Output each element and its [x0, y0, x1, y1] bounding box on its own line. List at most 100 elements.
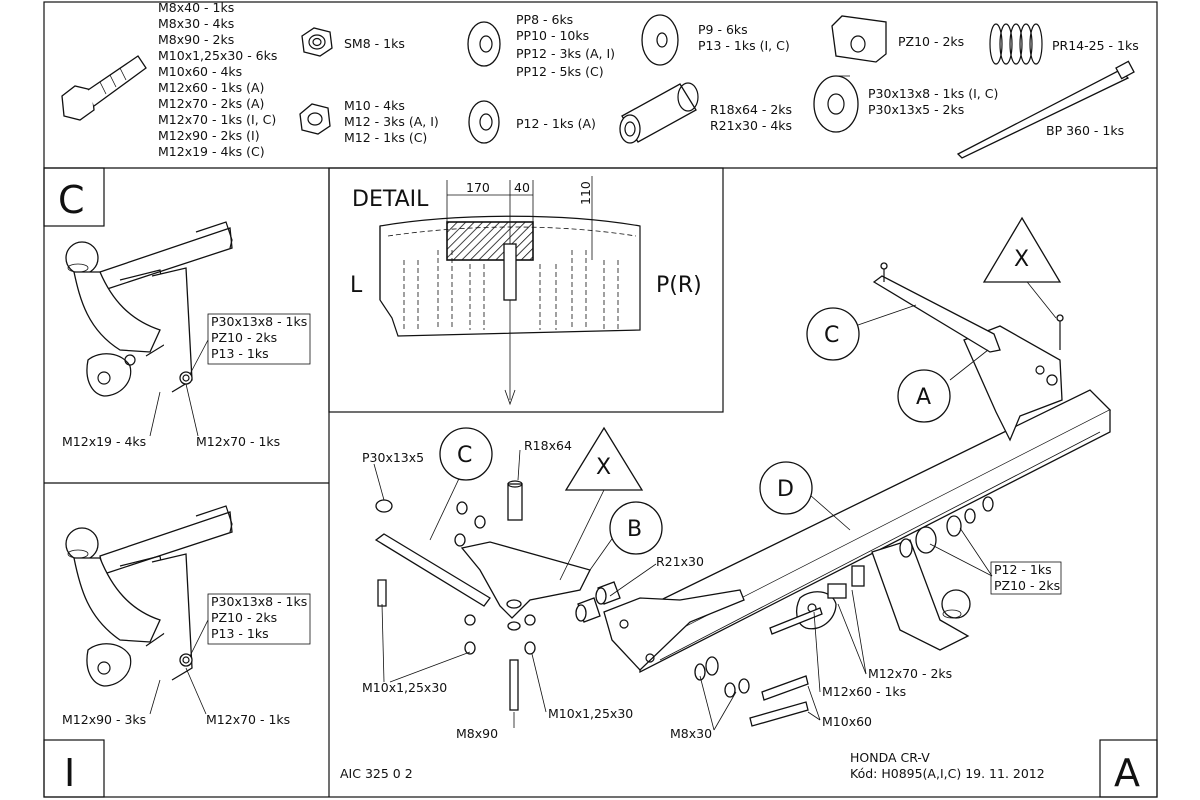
hex-nut-icon	[299, 103, 331, 135]
bolt-item: M12x19 - 4ks (C)	[158, 144, 265, 159]
washer-pp-item: PP12 - 5ks (C)	[516, 64, 604, 79]
lower-strap-c	[374, 499, 491, 607]
hatched-cutout	[446, 221, 534, 261]
corner-box	[1099, 739, 1158, 798]
callout-line: P12 - 1ks	[994, 562, 1052, 577]
product-code-date: Kód: H0895(A,I,C) 19. 11. 2012	[850, 766, 1045, 781]
p12-washer-label: P12 - 1ks (A)	[516, 116, 596, 131]
svg-text:D: D	[777, 477, 794, 502]
panel-c-callout-box	[207, 313, 311, 365]
bolt-item: M10x60 - 4ks	[158, 64, 242, 79]
p30-item: P30x13x5 - 2ks	[868, 102, 964, 117]
detail-title: DETAIL	[352, 187, 429, 212]
washer-pp-item: PP12 - 3ks (A, I)	[516, 46, 615, 61]
bolt-item: M12x60 - 1ks (A)	[158, 80, 264, 95]
panel-c: C P30x13x8 - 1ks PZ10 - 2ks P13 - 1ks M1…	[43, 167, 311, 449]
bolt-item: M8x30 - 4ks	[158, 16, 234, 31]
dimension-110: 110	[578, 181, 593, 205]
pz10-label: PZ10 - 2ks	[898, 34, 964, 49]
label-m10x60: M10x60	[822, 714, 872, 729]
detail-view: DETAIL L P(R) 170 40	[328, 167, 724, 413]
shaped-washer-icon	[831, 15, 887, 63]
svg-text:X: X	[1014, 247, 1029, 272]
bubble-x-bottom: X	[564, 426, 644, 491]
dimension-170: 170	[466, 180, 490, 195]
bracket-b	[603, 589, 745, 671]
svg-text:X: X	[596, 455, 611, 480]
bubble-d: D	[759, 461, 813, 515]
p30-item: P30x13x8 - 1ks (I, C)	[868, 86, 998, 101]
bubble-c-top: C	[806, 307, 860, 361]
washer-p9-item: P9 - 6ks	[698, 22, 748, 37]
callout-line: P30x13x8 - 1ks	[211, 314, 307, 329]
washer-pp-item: PP10 - 10ks	[516, 28, 589, 43]
bolt-item: M12x90 - 2ks (I)	[158, 128, 260, 143]
middle-bracket	[454, 480, 591, 711]
label-m8x90: M8x90	[456, 726, 498, 741]
label-p30x13x5: P30x13x5	[362, 450, 424, 465]
bubble-c-bottom: C	[439, 427, 493, 481]
m12x70-label: M12x70 - 1ks	[196, 434, 280, 449]
svg-text:C: C	[824, 323, 839, 348]
main-assembly: C A X D C X B P30x13x5 R18x64 R21x30	[340, 216, 1158, 798]
label-r18x64: R18x64	[524, 438, 572, 453]
bolts-hardware	[694, 496, 994, 727]
corner-letter: A	[1114, 751, 1140, 795]
label-m8x30: M8x30	[670, 726, 712, 741]
m12x70-label: M12x70 - 1ks	[206, 712, 290, 727]
nut-item: M12 - 1ks (C)	[344, 130, 427, 145]
bolt-item: M10x1,25x30 - 6ks	[158, 48, 277, 63]
spacer-item: R21x30 - 4ks	[710, 118, 792, 133]
vehicle-model: HONDA CR-V	[850, 750, 930, 765]
bolt-item: M8x40 - 1ks	[158, 0, 234, 15]
label-m12x60: M12x60 - 1ks	[822, 684, 906, 699]
m12x19-label: M12x19 - 4ks	[62, 434, 146, 449]
detail-left-label: L	[350, 273, 363, 298]
nut-item: M12 - 3ks (A, I)	[344, 114, 439, 129]
dimension-40: 40	[514, 180, 530, 195]
p12-callout-box	[990, 561, 1062, 595]
thick-washer-icon	[813, 75, 859, 133]
callout-line: P13 - 1ks	[211, 626, 269, 641]
bolt-item: M12x70 - 1ks (I, C)	[158, 112, 276, 127]
panel-letter: C	[58, 178, 85, 222]
callout-line: P13 - 1ks	[211, 346, 269, 361]
towbar-neck-i-drawing	[65, 505, 233, 687]
svg-text:B: B	[627, 517, 642, 542]
bolt-item: M12x70 - 2ks (A)	[158, 96, 264, 111]
cable-tie-icon	[956, 60, 1135, 159]
svg-text:C: C	[457, 443, 472, 468]
upper-strap	[872, 262, 1064, 353]
detail-right-label: P(R)	[656, 273, 702, 298]
panel-i: I P30x13x8 - 1ks PZ10 - 2ks P13 - 1ks M1…	[43, 505, 311, 798]
nut-item: M10 - 4ks	[344, 98, 405, 113]
label-m12x70: M12x70 - 2ks	[868, 666, 952, 681]
label-m10x1-25x30: M10x1,25x30	[362, 680, 447, 695]
drawing-code: AIC 325 0 2	[340, 766, 413, 781]
flat-washer-icon	[468, 100, 500, 144]
callout-line: P30x13x8 - 1ks	[211, 594, 307, 609]
panel-letter: I	[64, 751, 75, 795]
spring-icon	[989, 23, 1043, 65]
bolt-icon	[61, 55, 147, 121]
callout-line: PZ10 - 2ks	[994, 578, 1060, 593]
sm8-nut-label: SM8 - 1ks	[344, 36, 405, 51]
large-washer-icon	[641, 14, 679, 66]
towbar-neck-c-drawing	[65, 221, 233, 397]
bubble-x-top: X	[982, 216, 1062, 283]
spacer-item: R18x64 - 2ks	[710, 102, 792, 117]
svg-text:A: A	[916, 385, 931, 410]
spacer-tube-icon	[619, 82, 699, 144]
bubble-a: A	[897, 369, 951, 423]
tie-label: BP 360 - 1ks	[1046, 123, 1124, 138]
spring-label: PR14-25 - 1ks	[1052, 38, 1139, 53]
m12x90-label: M12x90 - 3ks	[62, 712, 146, 727]
callout-line: PZ10 - 2ks	[211, 330, 277, 345]
self-locking-nut-icon	[301, 27, 333, 57]
label-r21x30: R21x30	[656, 554, 704, 569]
label-m10x1-25x30: M10x1,25x30	[548, 706, 633, 721]
washer-pp-item: PP8 - 6ks	[516, 12, 573, 27]
parts-list: M8x40 - 1ks M8x30 - 4ks M8x90 - 2ks M10x…	[61, 0, 1139, 159]
washer-p9-item: P13 - 1ks (I, C)	[698, 38, 790, 53]
